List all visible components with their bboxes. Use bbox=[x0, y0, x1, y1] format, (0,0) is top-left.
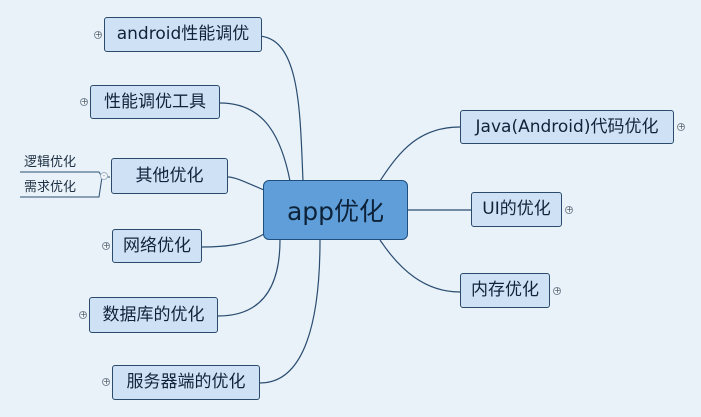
plus-circle-icon[interactable]: + bbox=[102, 377, 110, 386]
topic-network-optimization[interactable]: 网络优化 bbox=[112, 229, 202, 263]
connector-requirement bbox=[20, 176, 103, 198]
plus-circle-icon[interactable]: + bbox=[102, 241, 110, 250]
plus-circle-icon[interactable]: + bbox=[565, 205, 573, 214]
subtopic-requirement-optimization[interactable]: 需求优化 bbox=[24, 181, 76, 194]
plus-circle-icon[interactable]: + bbox=[553, 286, 561, 295]
central-topic[interactable]: app优化 bbox=[263, 180, 408, 240]
topic-label: 其他优化 bbox=[135, 165, 204, 186]
subtopic-label: 逻辑优化 bbox=[24, 155, 77, 170]
plus-circle-icon[interactable]: + bbox=[677, 122, 685, 131]
plus-circle-icon[interactable]: + bbox=[79, 310, 87, 319]
central-topic-label: app优化 bbox=[286, 197, 385, 226]
connector-other bbox=[227, 176, 265, 191]
plus-circle-icon[interactable]: + bbox=[80, 97, 88, 106]
topic-label: UI的优化 bbox=[482, 199, 551, 219]
topic-java-code-optimization[interactable]: Java(Android)代码优化 bbox=[460, 110, 674, 144]
connector-java-code bbox=[379, 126, 461, 182]
topic-ui-optimization[interactable]: UI的优化 bbox=[471, 192, 562, 227]
connector-database bbox=[217, 239, 281, 317]
topic-memory-optimization[interactable]: 内存优化 bbox=[460, 273, 550, 308]
topic-android-performance[interactable]: android性能调优 bbox=[104, 17, 262, 52]
topic-performance-tools[interactable]: 性能调优工具 bbox=[90, 85, 220, 119]
connector-logic bbox=[20, 171, 110, 178]
topic-label: 网络优化 bbox=[123, 235, 191, 256]
topic-label: Java(Android)代码优化 bbox=[475, 116, 659, 137]
topic-database-optimization[interactable]: 数据库的优化 bbox=[89, 297, 218, 333]
subtopic-label: 需求优化 bbox=[24, 180, 77, 195]
subtopic-logic-optimization[interactable]: 逻辑优化 bbox=[24, 156, 76, 169]
topic-label: 服务器端的优化 bbox=[126, 372, 246, 392]
connector-android-perf bbox=[256, 35, 304, 182]
connector-memory bbox=[379, 239, 461, 293]
connector-server bbox=[259, 239, 321, 384]
plus-circle-icon[interactable]: + bbox=[94, 30, 102, 39]
topic-other-optimization[interactable]: 其他优化 bbox=[111, 158, 228, 194]
connector-network bbox=[201, 233, 265, 248]
minus-circle-icon[interactable]: - bbox=[100, 172, 108, 180]
topic-server-optimization[interactable]: 服务器端的优化 bbox=[112, 365, 260, 400]
connector-perf-tools bbox=[219, 102, 291, 182]
topic-label: 内存优化 bbox=[471, 280, 539, 300]
topic-label: android性能调优 bbox=[116, 24, 250, 44]
topic-label: 性能调优工具 bbox=[104, 91, 206, 112]
topic-label: 数据库的优化 bbox=[102, 304, 205, 325]
